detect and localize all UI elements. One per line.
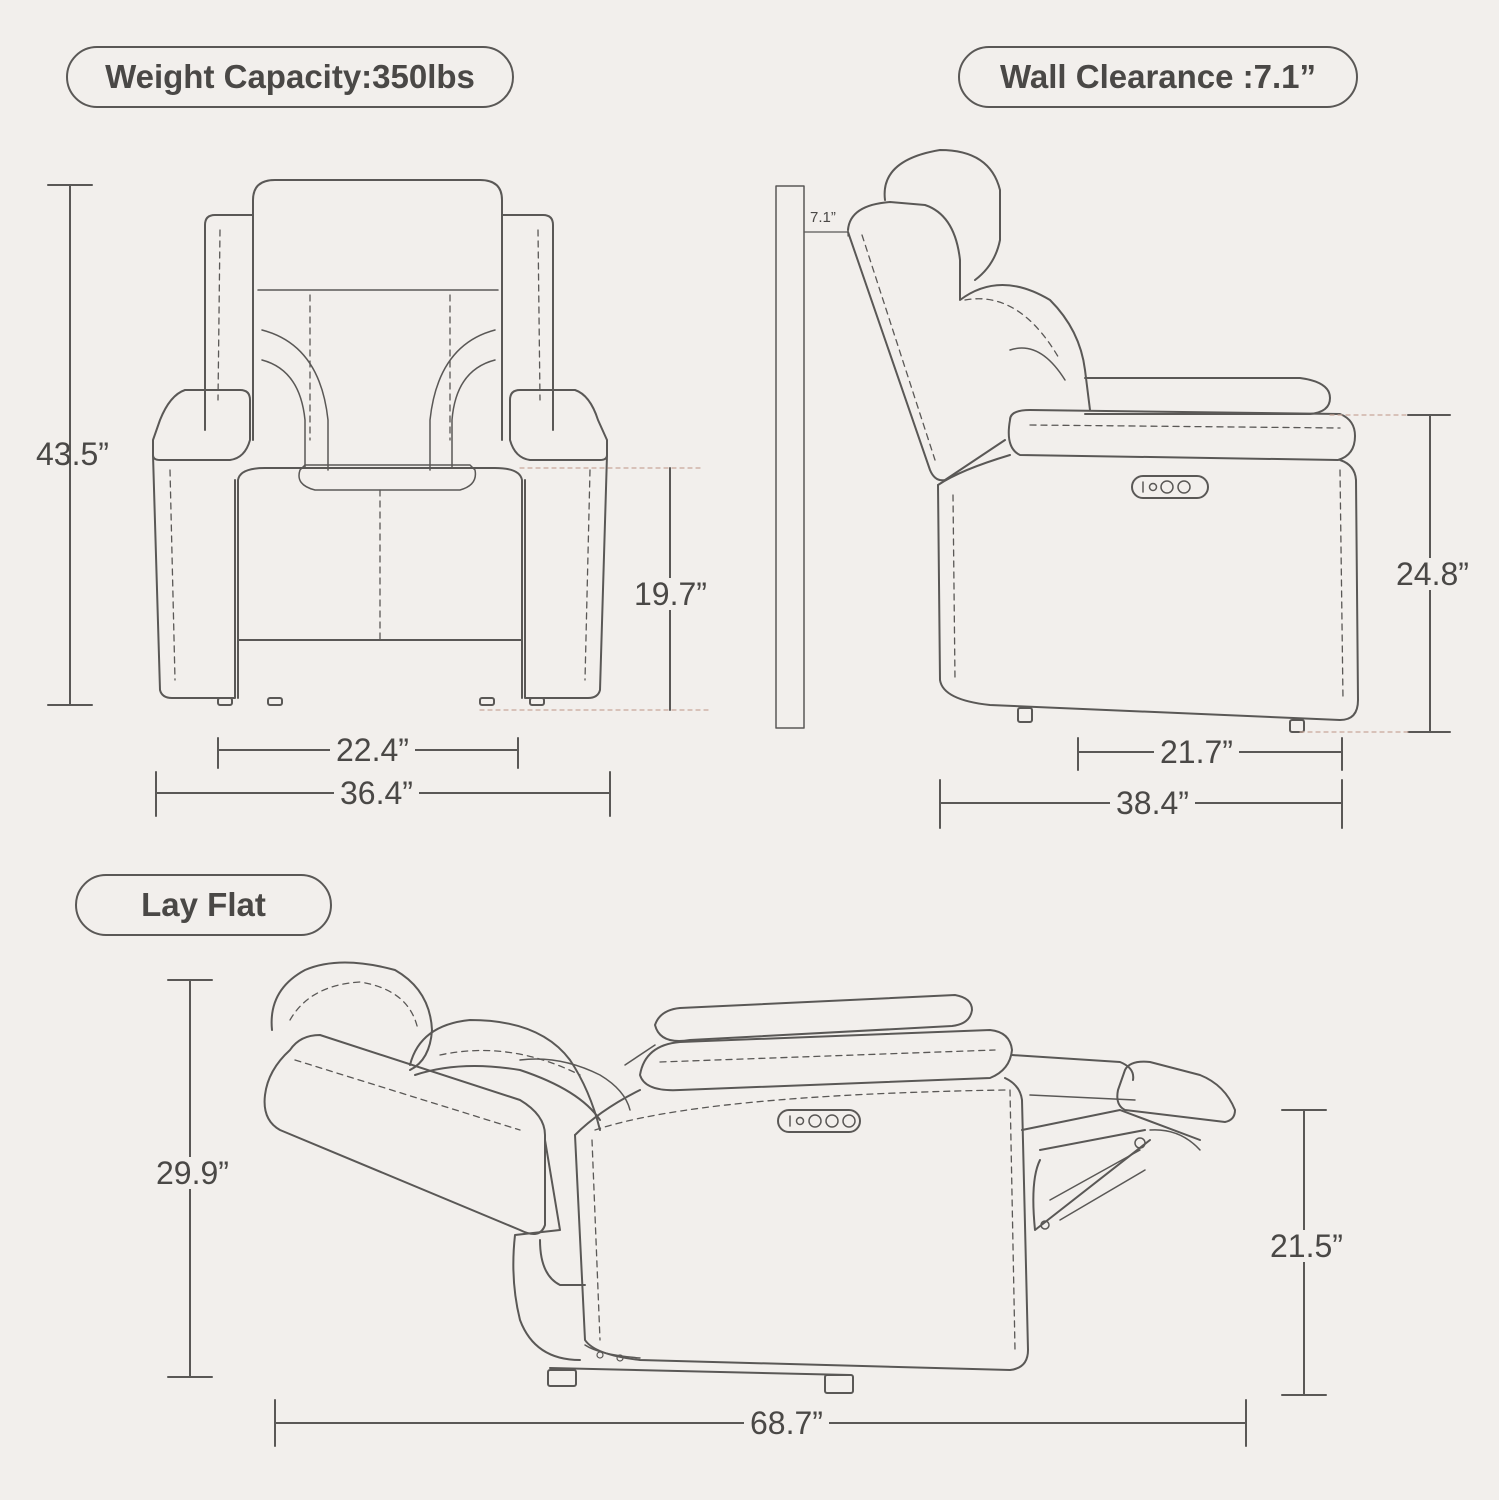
lay-flat-chair [263,961,1236,1394]
weight-capacity-text: Weight Capacity:350lbs [105,58,475,95]
side-seat-depth-label: 21.7” [1154,736,1239,768]
lay-flat-height-label: 29.9” [150,1157,235,1189]
front-height-label: 43.5” [36,436,109,472]
lay-flat-length-label: 68.7” [744,1407,829,1439]
lay-flat-dimension-lines [167,979,1327,1447]
side-total-depth-label: 38.4” [1110,787,1195,819]
wall-clearance-badge: Wall Clearance :7.1” [958,46,1358,108]
side-wall-gap-label: 7.1” [810,209,836,226]
weight-capacity-badge: Weight Capacity:350lbs [66,46,514,108]
lay-flat-text: Lay Flat [141,886,266,923]
wall-clearance-text: Wall Clearance :7.1” [999,58,1317,95]
side-arm-height-label: 24.8” [1390,558,1475,590]
front-seat-height-label: 19.7” [628,578,713,610]
lay-flat-footrest-height-label: 21.5” [1264,1230,1349,1262]
side-view-chair [775,149,1359,733]
front-view-chair [152,179,608,706]
front-total-width-label: 36.4” [334,777,419,809]
lay-flat-badge: Lay Flat [75,874,332,936]
front-seat-width-label: 22.4” [330,734,415,766]
